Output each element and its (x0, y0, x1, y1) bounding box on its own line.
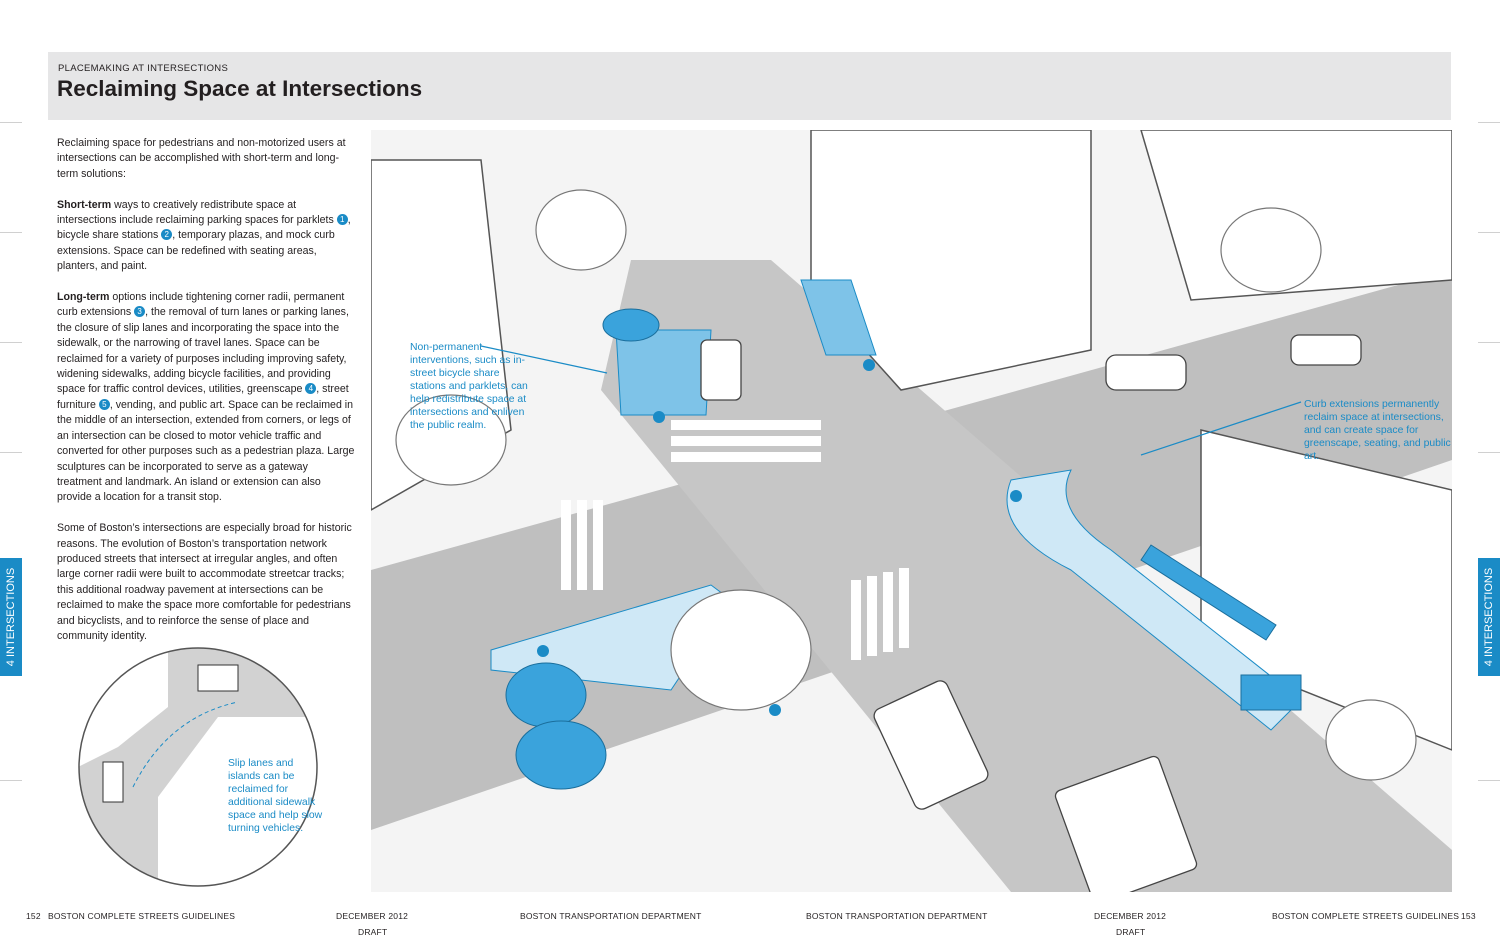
header-band: PLACEMAKING AT INTERSECTIONS Reclaiming … (48, 52, 1451, 120)
paragraph-text: , vending, and public art. Space can be … (57, 398, 355, 504)
paragraph-text: , the removal of turn lanes or parking l… (57, 306, 349, 396)
chapter-tab-left: 4 INTERSECTIONS (0, 558, 22, 676)
inset-block (158, 717, 317, 886)
margin-tick (1478, 452, 1500, 453)
paragraph-text: , temporary plazas, and mock curb extens… (57, 229, 335, 273)
callout-slip-lanes: Slip lanes and islands can be reclaimed … (228, 758, 323, 834)
margin-tick (0, 780, 22, 781)
footer-date-right: DECEMBER 2012 (1094, 911, 1167, 921)
marker-5: 5 (98, 398, 110, 410)
margin-tick (1478, 232, 1500, 233)
margin-tick (0, 342, 22, 343)
intro-paragraph: Reclaiming space for pedestrians and non… (57, 137, 346, 180)
callout-leader-line (1140, 401, 1302, 456)
history-paragraph: Some of Boston’s intersections are espec… (57, 522, 352, 642)
margin-tick (1478, 780, 1500, 781)
footer-title-left: BOSTON COMPLETE STREETS GUIDELINES (48, 911, 236, 921)
callout-curb-extensions: Curb extensions permanently reclaim spac… (1304, 399, 1451, 462)
paragraph-text: options include tightening corner radii,… (57, 291, 345, 319)
building-corner (810, 130, 1092, 391)
intersection-illustration (371, 130, 1452, 892)
parklet (615, 329, 712, 416)
marker-4: 4 (305, 383, 317, 395)
body-text: Reclaiming space for pedestrians and non… (57, 136, 355, 660)
main-street-road (601, 260, 1452, 892)
footer-title-right: BOSTON COMPLETE STREETS GUIDELINES (1272, 911, 1460, 921)
chapter-tab-right: 4 INTERSECTIONS (1478, 558, 1500, 676)
vehicles (700, 334, 1362, 892)
footer-dept-right: BOSTON TRANSPORTATION DEPARTMENT (806, 911, 988, 921)
page-number-right: 153 (1461, 911, 1476, 921)
margin-tick (0, 232, 22, 233)
margin-tick (0, 122, 22, 123)
bike-share-station (800, 279, 877, 356)
paragraph-text: , street furniture (57, 383, 349, 411)
bus-shelter-roof (1140, 544, 1277, 641)
page-number-left: 152 (26, 911, 41, 921)
slip-lane-inset-diagram (78, 647, 318, 887)
page-title: Reclaiming Space at Intersections (57, 76, 423, 101)
short-term-lead: Short-term (57, 198, 112, 211)
callout-leader-line (480, 345, 608, 374)
margin-tick (0, 452, 22, 453)
paragraph-text: ways to creatively redistribute space at… (57, 198, 337, 227)
marker-1: 1 (336, 214, 348, 226)
tree-canopies (395, 189, 1417, 781)
marker-2: 2 (161, 229, 173, 241)
curb-extension (1006, 469, 1302, 731)
inset-slip-lane-path (132, 701, 239, 788)
chapter-tab-label: 4 INTERSECTIONS (5, 567, 17, 667)
margin-tick (1478, 122, 1500, 123)
crosswalk-stripes (561, 420, 909, 660)
inset-car (197, 664, 239, 692)
long-term-paragraph: Long-term options include tightening cor… (57, 290, 355, 506)
recycle-bin (1240, 674, 1302, 711)
inset-car (102, 761, 124, 803)
short-term-paragraph: Short-term ways to creatively redistribu… (57, 198, 355, 275)
umbrella (602, 308, 660, 342)
umbrella (515, 720, 607, 790)
callout-nonpermanent: Non-permanent interventions, such as in-… (410, 342, 528, 431)
marker-3: 3 (134, 306, 146, 318)
section-kicker: PLACEMAKING AT INTERSECTIONS (58, 63, 229, 74)
long-term-lead: Long-term (57, 291, 110, 304)
footer-draft-right: DRAFT (1116, 927, 1146, 937)
umbrella (505, 662, 587, 728)
paragraph-text: , bicycle share stations (57, 214, 351, 242)
footer-draft-left: DRAFT (358, 927, 388, 937)
footer-date-left: DECEMBER 2012 (336, 911, 409, 921)
footer-dept-left: BOSTON TRANSPORTATION DEPARTMENT (520, 911, 702, 921)
margin-tick (1478, 342, 1500, 343)
chapter-tab-label: 4 INTERSECTIONS (1483, 567, 1495, 667)
illustration-markers (537, 359, 1022, 716)
